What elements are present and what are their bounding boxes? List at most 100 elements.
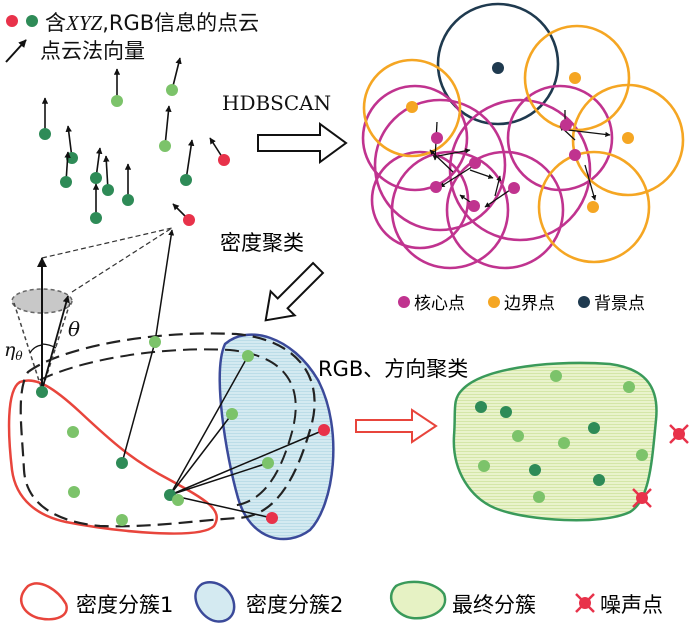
cloud-point bbox=[218, 154, 230, 166]
core-ring bbox=[373, 98, 507, 232]
cluster-point bbox=[226, 408, 238, 420]
cluster-point bbox=[262, 457, 274, 469]
cluster-point bbox=[318, 424, 330, 436]
noise-cross bbox=[669, 424, 689, 444]
cloud-point bbox=[180, 174, 192, 186]
cluster-link bbox=[169, 355, 249, 496]
final-point bbox=[529, 464, 541, 476]
rgb-direction-label: RGB、方向聚类 bbox=[318, 357, 468, 381]
normal-arrow bbox=[185, 139, 195, 181]
cluster-point bbox=[149, 336, 161, 348]
core-point bbox=[560, 119, 572, 131]
long-normal-arrow bbox=[154, 229, 175, 343]
bottom-legend: 密度分簇1 密度分簇2 最终分簇 噪声点 bbox=[20, 580, 663, 623]
background-point bbox=[492, 62, 504, 74]
final-cluster-swatch bbox=[389, 580, 447, 620]
legend-normal-label: 点云法向量 bbox=[40, 39, 145, 63]
final-point bbox=[558, 437, 570, 449]
final-cluster-points bbox=[475, 370, 648, 503]
cloud-point bbox=[111, 95, 123, 107]
core-point bbox=[569, 149, 581, 161]
noise-cross bbox=[632, 488, 652, 508]
border-ring bbox=[362, 58, 462, 158]
normal-arrow bbox=[164, 105, 172, 147]
cloud-point bbox=[122, 194, 134, 206]
core-point bbox=[468, 200, 480, 212]
final-point bbox=[550, 370, 562, 382]
noise-label: 噪声点 bbox=[600, 593, 663, 617]
core-ring bbox=[506, 84, 614, 192]
normal-cone bbox=[11, 227, 173, 391]
density-cluster-2 bbox=[218, 333, 335, 541]
core-ring bbox=[361, 84, 469, 192]
legend-red-point bbox=[6, 15, 18, 27]
hdbscan-link bbox=[439, 164, 476, 188]
final-cluster-label: 最终分簇 bbox=[452, 593, 536, 617]
cluster2-label: 密度分簇2 bbox=[246, 593, 343, 617]
legend-green-point bbox=[26, 15, 38, 27]
hdbscan-link bbox=[484, 187, 514, 208]
final-point bbox=[593, 474, 605, 486]
cluster-point bbox=[116, 457, 128, 469]
cluster-point bbox=[116, 514, 128, 526]
hdbscan-label: HDBSCAN bbox=[222, 91, 331, 115]
noise-point-icon bbox=[632, 488, 652, 508]
final-point bbox=[512, 430, 524, 442]
cloud-point bbox=[166, 84, 178, 96]
cluster2-swatch bbox=[194, 581, 236, 623]
cluster-links bbox=[121, 341, 325, 520]
final-point bbox=[478, 460, 490, 472]
hdbscan-link bbox=[494, 175, 502, 197]
cloud-point bbox=[39, 128, 51, 140]
cluster1-swatch bbox=[20, 582, 68, 621]
cluster-link bbox=[121, 341, 157, 464]
cloud-point bbox=[90, 212, 102, 224]
legend-point-cloud-label: 含XYZ,RGB信息的点云 bbox=[45, 11, 259, 35]
cloud-point bbox=[102, 184, 114, 196]
core-ring bbox=[390, 150, 510, 270]
core-point-swatch bbox=[398, 296, 410, 308]
core-point bbox=[430, 181, 442, 193]
cluster-link bbox=[169, 494, 273, 520]
merged-dashed-boundary bbox=[19, 332, 316, 528]
background-point-label: 背景点 bbox=[594, 294, 645, 314]
cluster-link bbox=[169, 429, 325, 496]
core-point bbox=[431, 132, 443, 144]
border-point-swatch bbox=[488, 296, 500, 308]
cloud-point bbox=[60, 176, 72, 188]
border-point bbox=[622, 132, 634, 144]
border-point bbox=[587, 201, 599, 213]
hdbscan-legend: 核心点 边界点 背景点 bbox=[398, 294, 645, 314]
rgb-direction-arrow bbox=[355, 408, 438, 444]
border-point bbox=[569, 72, 581, 84]
cluster1-label: 密度分簇1 bbox=[76, 593, 173, 617]
noise-point-icon bbox=[669, 424, 689, 444]
noise-points bbox=[632, 424, 689, 508]
hdbscan-link bbox=[437, 148, 471, 157]
point-cloud-with-normals bbox=[39, 57, 230, 226]
background-ring bbox=[436, 2, 560, 126]
hdbscan-link bbox=[469, 169, 494, 179]
top-legend: 含XYZ,RGB信息的点云 点云法向量 bbox=[5, 11, 259, 63]
cluster-point bbox=[242, 350, 254, 362]
core-point bbox=[469, 157, 481, 169]
theta-symbol: θ bbox=[68, 317, 80, 341]
final-point bbox=[623, 381, 635, 393]
cluster-point bbox=[172, 494, 184, 506]
cluster-point bbox=[67, 426, 79, 438]
border-ring bbox=[523, 24, 631, 132]
hdbscan-link bbox=[567, 129, 611, 138]
cluster-link bbox=[169, 461, 269, 496]
final-point bbox=[588, 422, 600, 434]
cluster-point bbox=[36, 386, 48, 398]
final-cluster bbox=[452, 361, 658, 522]
legend-normal-arrow bbox=[5, 39, 27, 63]
border-ring bbox=[571, 83, 685, 197]
border-point-label: 边界点 bbox=[504, 294, 555, 314]
cluster-points bbox=[36, 336, 330, 526]
border-ring bbox=[537, 150, 651, 264]
background-point-swatch bbox=[578, 296, 590, 308]
cloud-point bbox=[90, 172, 102, 184]
density-clustering-label: 密度聚类 bbox=[220, 231, 304, 255]
